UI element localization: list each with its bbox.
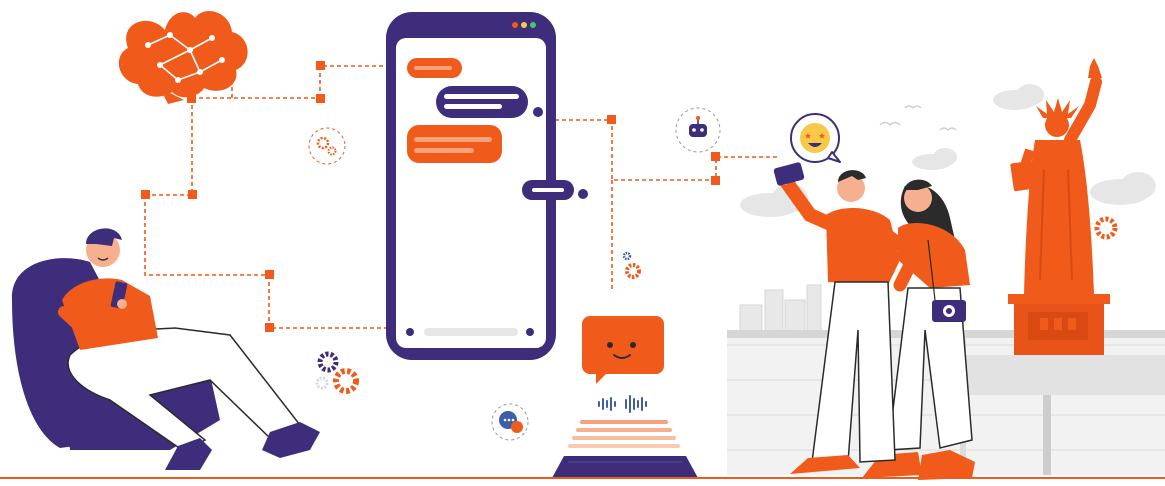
gear-icon [308, 127, 346, 165]
chat-message [407, 125, 502, 163]
brain-icon [118, 10, 248, 104]
connector-nodes [141, 61, 720, 332]
woman [862, 179, 975, 480]
camera-icon [932, 300, 966, 322]
star-eyes-emoji-icon [790, 113, 841, 163]
chat-message [436, 86, 543, 118]
chatbot-face [582, 316, 664, 384]
message-input [406, 328, 534, 336]
gear-icon [622, 251, 641, 279]
robot-icon [675, 107, 721, 153]
chat-phone [386, 12, 588, 360]
statue-of-liberty [1008, 58, 1110, 355]
man [773, 162, 924, 474]
ground-line [0, 477, 1165, 479]
man-in-chair [11, 228, 320, 470]
hologram-beam [568, 420, 680, 448]
chat-bubble-icon [491, 403, 529, 441]
chat-message [522, 180, 588, 200]
voice-waveform [598, 395, 647, 413]
chat-message [407, 58, 462, 78]
couple-taking-selfie [773, 113, 975, 480]
hologram-base [552, 456, 698, 478]
gear-icon [1094, 216, 1118, 240]
gear-icon [315, 351, 359, 394]
